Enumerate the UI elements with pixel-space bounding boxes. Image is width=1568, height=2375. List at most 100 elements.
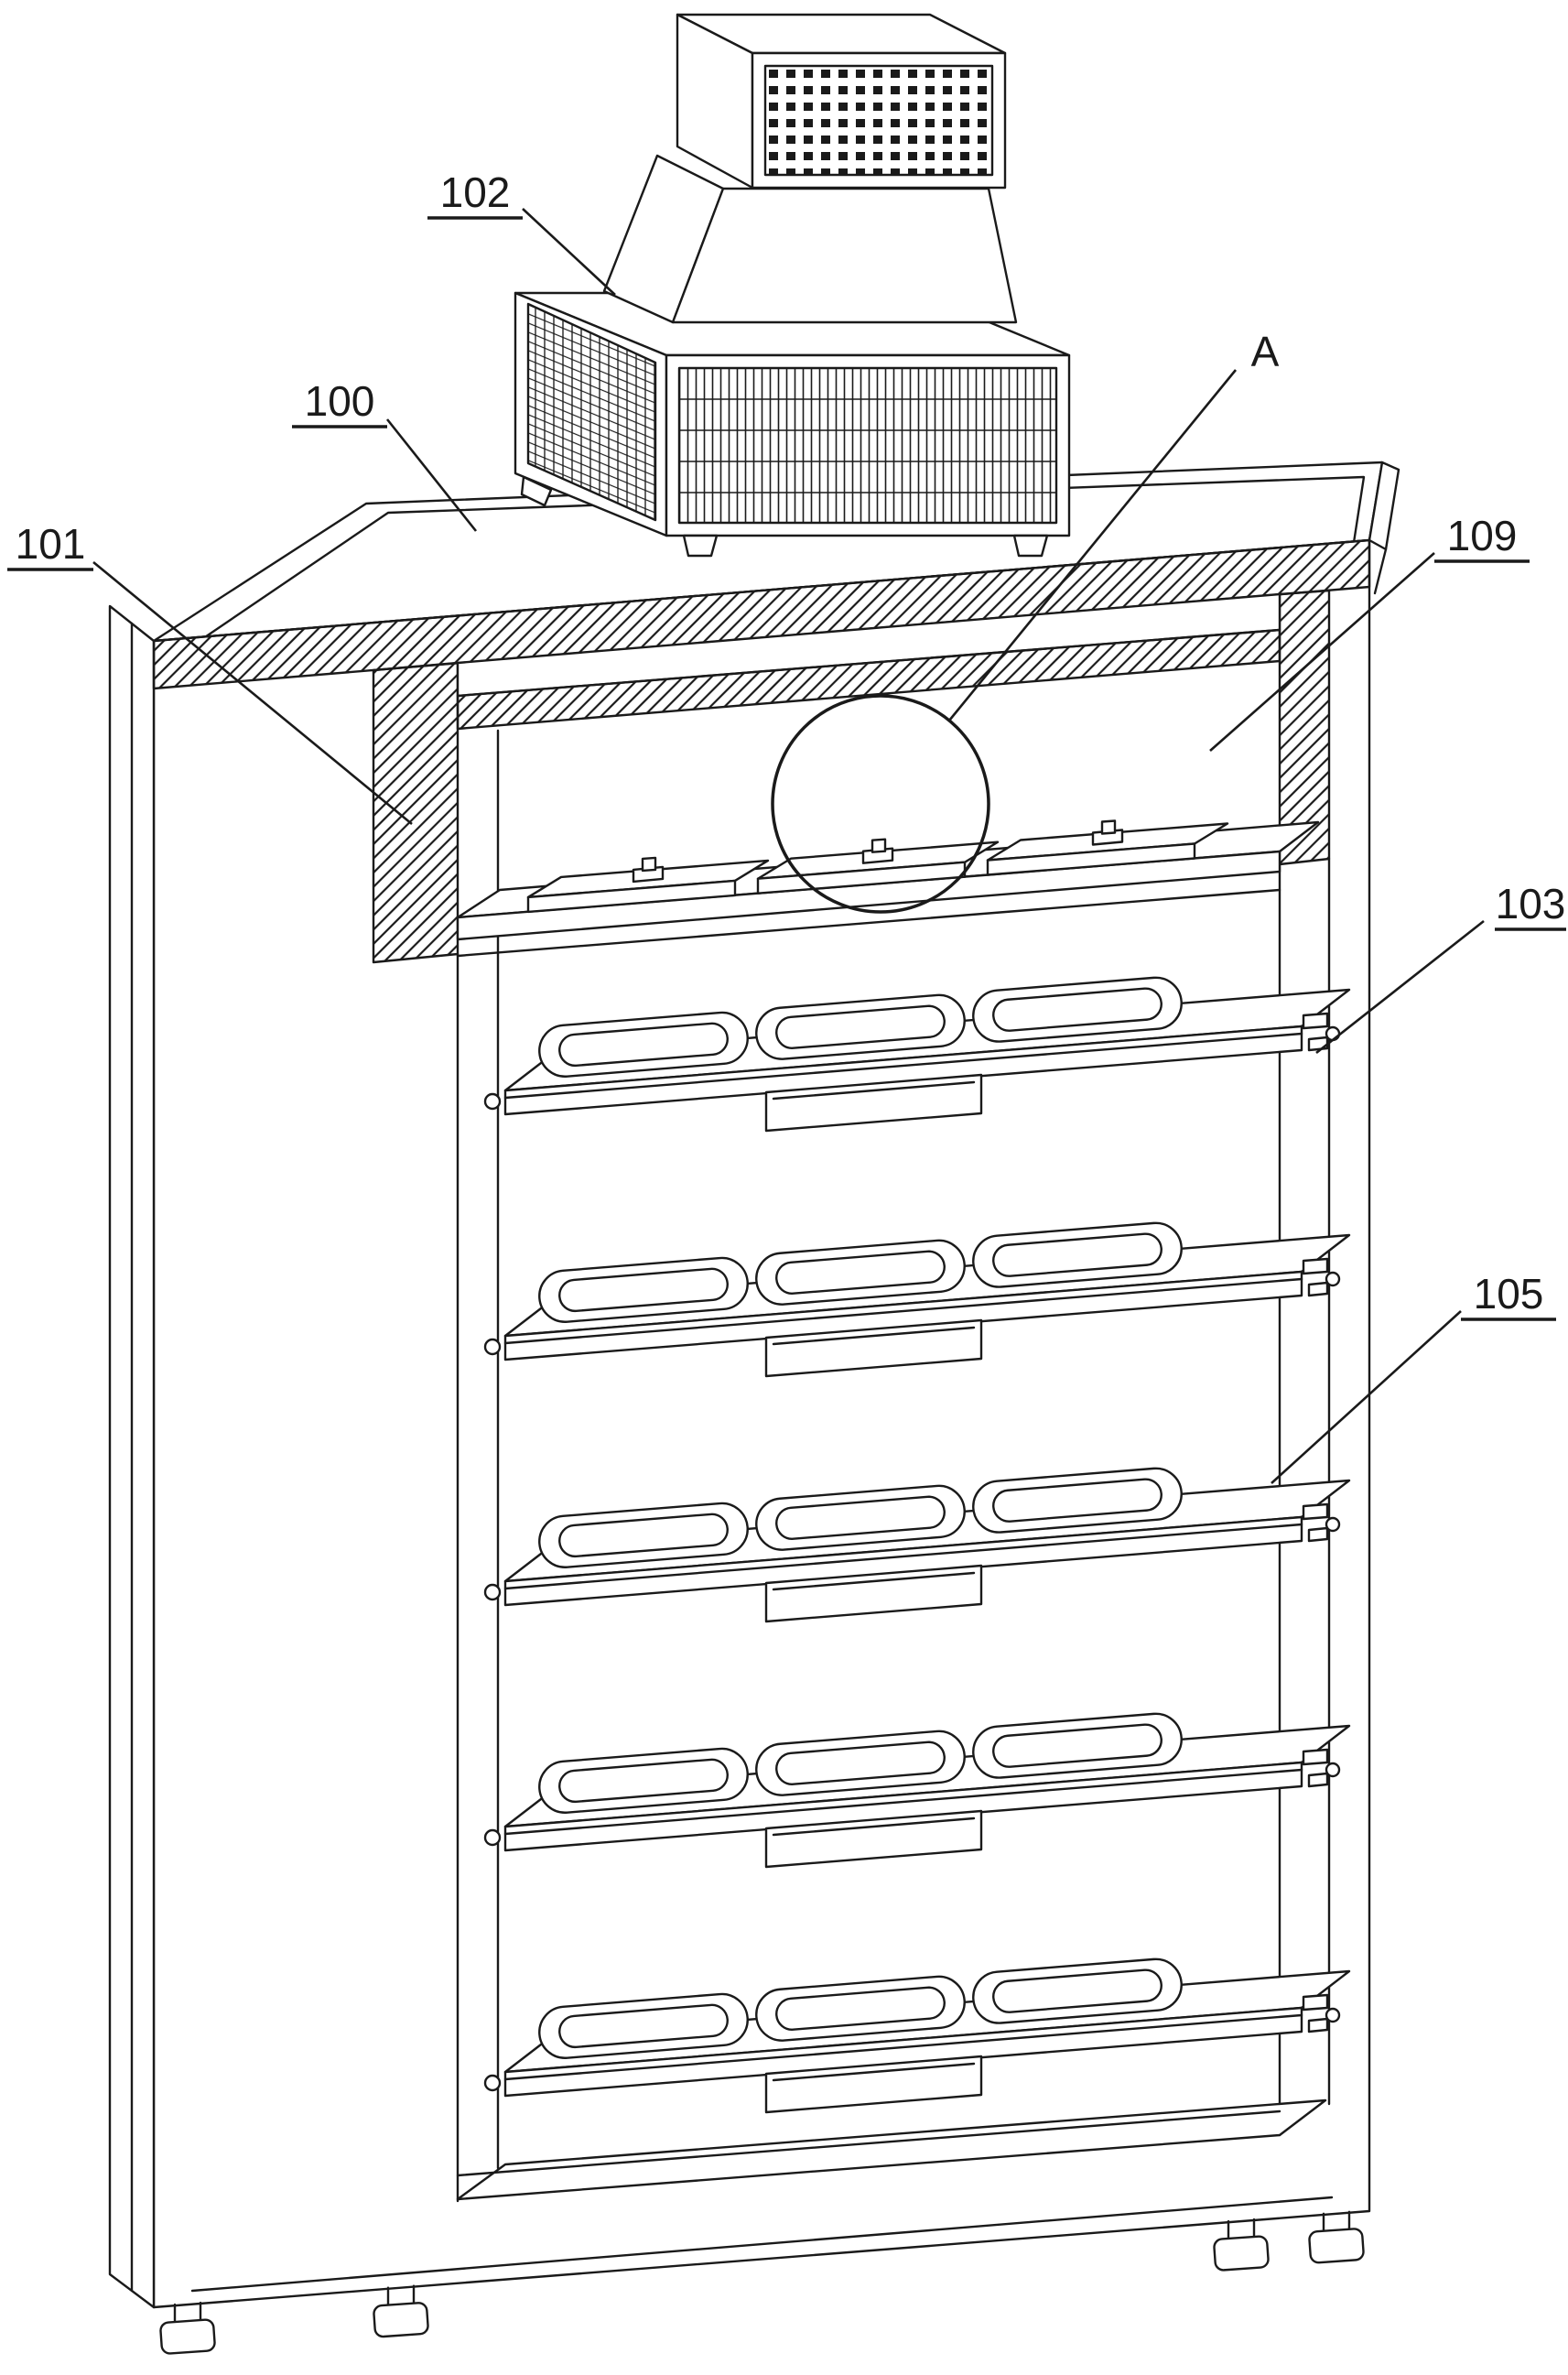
cabinet-feet [159, 2210, 1365, 2355]
heating-coil-2 [755, 1730, 966, 1796]
shelf-handle-line [772, 2062, 976, 2082]
foot-leg [173, 2301, 202, 2324]
shelf-plate-line [503, 1032, 1303, 1100]
foot-pad [1213, 2235, 1270, 2272]
shelf-latch-upper [1302, 1012, 1329, 1030]
heating-coil-2 [755, 1484, 966, 1551]
heating-coil-3 [972, 1467, 1183, 1534]
coil-inner [992, 987, 1162, 1032]
leader-105 [1271, 1310, 1462, 1484]
cabinet-foot-1 [159, 2301, 216, 2355]
coil-inner [558, 1513, 729, 1558]
shelf-bolt [483, 1583, 502, 1601]
cabinet-foot-2 [373, 2284, 429, 2338]
shelf-plate-front [503, 2006, 1303, 2098]
shelf-latch-pin [1325, 1516, 1341, 1533]
shelf-handle [764, 1318, 983, 1378]
vent-unit [514, 13, 1071, 558]
leader-103 [1315, 919, 1485, 1055]
tray-row [526, 819, 1229, 914]
coil-inner [558, 1022, 729, 1068]
heating-coil-1 [538, 1256, 749, 1323]
coil-inner [992, 1478, 1162, 1523]
shelf-plate-front [503, 1761, 1303, 1852]
leader-A [947, 369, 1238, 721]
shelf-plate-line [503, 2013, 1303, 2081]
heating-coil-2 [755, 993, 966, 1060]
shelf-plate-line [503, 1768, 1303, 1836]
label-101: 101 [16, 520, 86, 568]
tray-clip-stem [1100, 819, 1117, 835]
shelf-bolt [483, 2074, 502, 2092]
vent-collar-front-face [671, 187, 1018, 324]
reference-labels: 102 100 A 101 109 103 105 [16, 168, 1566, 1318]
vent-box-grille-bars [678, 398, 1057, 493]
shelf-assembly-1 [483, 976, 1351, 1133]
heating-coil-1 [538, 1747, 749, 1814]
vent-box-left-mesh [526, 302, 657, 522]
coil-inner [775, 1986, 946, 2031]
shelf-latch-upper [1302, 1748, 1329, 1766]
vent-box-foot-right [1012, 534, 1049, 558]
tray-front-face [986, 842, 1196, 876]
shelf-latch-pin [1325, 1271, 1341, 1287]
vent-collar [602, 154, 1018, 324]
hatched-left-post [372, 661, 460, 964]
shelf-plate-front [503, 1515, 1303, 1607]
shelf-assembly-5 [483, 1957, 1351, 2114]
shelf-latch-upper [1302, 1502, 1329, 1521]
right-wall-edge [1373, 548, 1388, 595]
vent-tray-3 [986, 819, 1229, 876]
vent-small-grille-box [676, 13, 1007, 190]
vent-box-foot-back [520, 475, 553, 507]
vent-main-grille-box [514, 291, 1071, 558]
coil-inner [992, 1232, 1162, 1277]
shelf-handle [764, 1809, 983, 1869]
shelf-handle-line [772, 1326, 976, 1346]
shelf-latch-lower [1307, 1526, 1329, 1543]
tray-clip-stem [641, 856, 657, 873]
vent-tray-1 [526, 856, 770, 914]
heating-coil-2 [755, 1239, 966, 1306]
tray-clip-stem [871, 838, 887, 853]
foot-leg [1227, 2218, 1256, 2240]
shelf-bolt [483, 1828, 502, 1847]
right-wall-top-step [1368, 461, 1400, 551]
shelf-handle [764, 1073, 983, 1133]
shelf-bolt [483, 1092, 502, 1111]
leader-102 [522, 208, 616, 296]
heating-coil-1 [538, 1011, 749, 1078]
coil-inner [558, 1267, 729, 1313]
heating-coil-1 [538, 1502, 749, 1568]
cabinet-foot-3 [1213, 2218, 1270, 2272]
coil-inner [775, 1004, 946, 1049]
cabinet-bottom-inset-line [190, 2196, 1334, 2293]
foot-leg [1322, 2210, 1351, 2232]
label-100: 100 [305, 377, 375, 425]
heating-coil-2 [755, 1975, 966, 2042]
coil-inner [775, 1495, 946, 1540]
foot-pad [373, 2302, 429, 2338]
shelf-handle [764, 1564, 983, 1623]
shelf-handle-line [772, 1080, 976, 1101]
shelf-latch-pin [1325, 1762, 1341, 1778]
coil-inner [775, 1741, 946, 1785]
shelf-assembly-3 [483, 1467, 1351, 1623]
detail-circle-A [771, 694, 990, 914]
shelf-latch-pin [1325, 2007, 1341, 2023]
shelf-plate-line [503, 1277, 1303, 1345]
top-section-support-lower-line [456, 888, 1281, 958]
coil-inner [775, 1250, 946, 1295]
coil-inner [992, 1723, 1162, 1768]
interior-floor-lip [456, 2109, 1281, 2177]
vent-box-front-grille [677, 366, 1058, 525]
leader-101 [92, 560, 413, 826]
cabinet-foot-4 [1308, 2210, 1365, 2264]
heating-coil-3 [972, 1957, 1183, 2024]
coil-inner [558, 2003, 729, 2049]
shelf-latch-lower [1307, 1036, 1329, 1052]
shelf-latch-lower [1307, 1281, 1329, 1297]
heating-coil-3 [972, 1221, 1183, 1288]
